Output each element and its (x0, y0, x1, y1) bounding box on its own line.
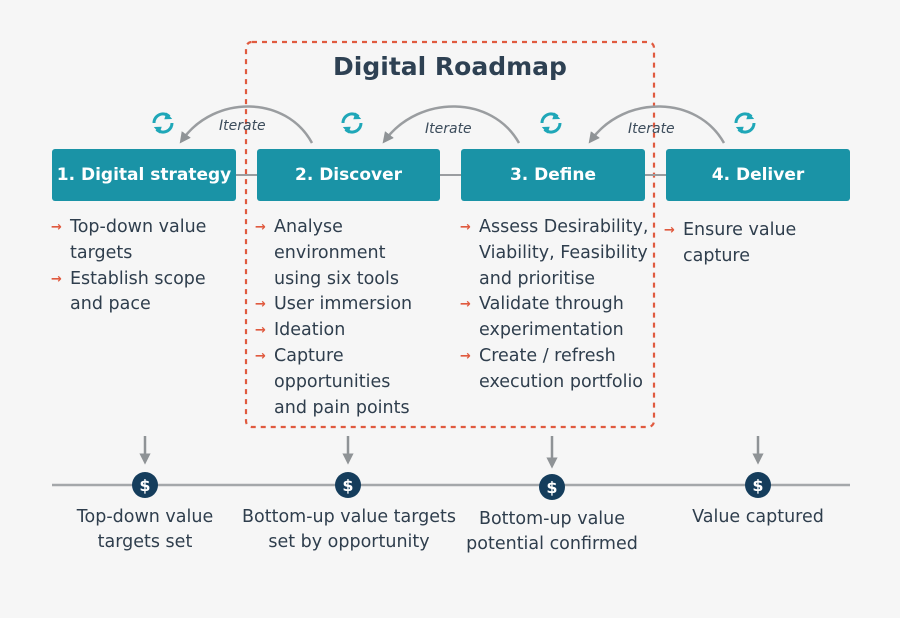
list-item: Create / refresh execution portfolio (460, 344, 652, 396)
stage-digital-strategy: 1. Digital strategy (52, 149, 236, 201)
bullets-digital-strategy: Top-down value targets Establish scope a… (51, 215, 226, 318)
dollar-icon: $ (132, 472, 158, 498)
curved-arrow-icon (382, 105, 521, 144)
list-item: Establish scope and pace (51, 267, 226, 319)
dollar-icon: $ (745, 472, 771, 498)
bullets-deliver: Ensure value capture (664, 218, 814, 270)
stage-define: 3. Define (461, 149, 645, 201)
bullets-discover: Analyse environment using six tools User… (255, 215, 425, 421)
list-item: Ensure value capture (664, 218, 814, 270)
bullets-define: Assess Desirability, Viability, Feasibil… (460, 215, 652, 396)
list-item: Assess Desirability, Viability, Feasibil… (460, 215, 652, 292)
list-item: User immersion (255, 292, 425, 318)
stage-deliver: 4. Deliver (666, 149, 850, 201)
dollar-icon: $ (335, 472, 361, 498)
list-item: Analyse environment using six tools (255, 215, 425, 292)
curved-arrow-icon (588, 105, 726, 144)
iterate-label: Iterate (219, 118, 266, 134)
cycle-icon (341, 111, 363, 135)
cycle-icon (152, 111, 174, 135)
value-milestone-label: Value captured (692, 507, 824, 527)
value-milestone-label: Bottom-up value potential confirmed (466, 509, 638, 554)
dollar-icon: $ (539, 474, 565, 500)
cycle-icon (734, 111, 756, 135)
diagram-title: Digital Roadmap (333, 52, 567, 81)
iterate-label: Iterate (628, 121, 675, 137)
list-item: Validate through experimentation (460, 292, 652, 344)
iterate-label: Iterate (425, 121, 472, 137)
stage-discover: 2. Discover (257, 149, 440, 201)
value-milestone-label: Top-down value targets set (76, 507, 214, 552)
value-milestone-label: Bottom-up value targets set by opportuni… (242, 507, 456, 552)
digital-roadmap-frame (244, 40, 656, 429)
cycle-icon (540, 111, 562, 135)
list-item: Capture opportunities and pain points (255, 344, 425, 421)
list-item: Top-down value targets (51, 215, 226, 267)
curved-arrow-icon (179, 105, 314, 144)
list-item: Ideation (255, 318, 425, 344)
